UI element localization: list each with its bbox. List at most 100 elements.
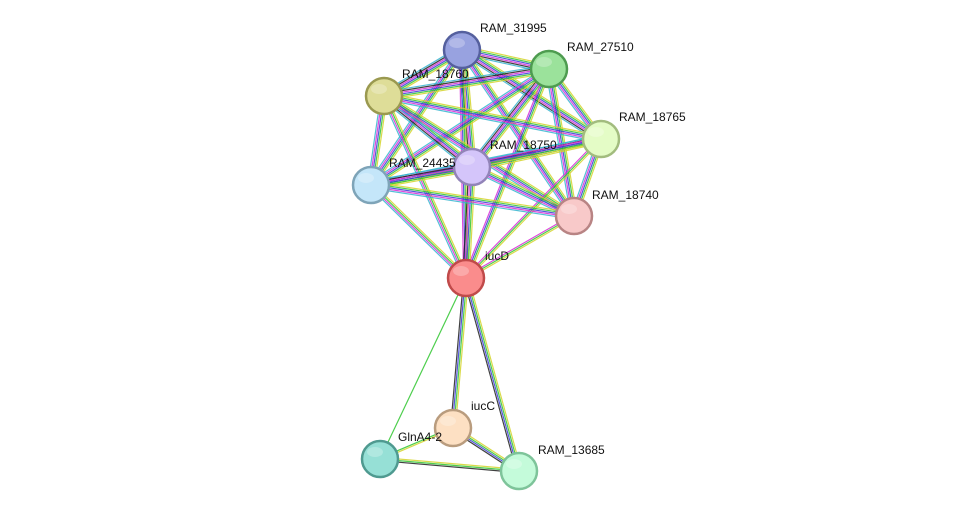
edge-line	[383, 95, 602, 140]
edge-iucd-iucc[interactable]	[450, 277, 469, 429]
edge-line	[469, 67, 548, 166]
node-highlight	[358, 173, 374, 183]
node-circle[interactable]	[554, 196, 594, 236]
edge-line	[548, 68, 575, 217]
edge-line	[383, 96, 601, 142]
edge-line	[465, 215, 575, 279]
edge-ram-27510-ram-18760[interactable]	[383, 64, 550, 101]
node-circle[interactable]	[433, 408, 473, 448]
edge-glna4-2-ram-13685[interactable]	[379, 456, 520, 474]
edge-ram-18740-iucd[interactable]	[464, 214, 576, 280]
label-layer: RAM_31995RAM_27510RAM_18760RAM_18765RAM_…	[389, 21, 686, 457]
edge-line	[450, 277, 465, 428]
node-label-ram-18750: RAM_18750	[490, 138, 557, 152]
node-label-ram-18760: RAM_18760	[402, 67, 469, 81]
edge-line	[380, 456, 520, 471]
node-circle[interactable]	[499, 451, 539, 491]
node-circle[interactable]	[360, 439, 400, 479]
edge-line	[370, 185, 574, 219]
node-highlight	[536, 57, 552, 67]
edge-iucd-glna4-2[interactable]	[379, 277, 467, 460]
edge-ram-27510-ram-18740[interactable]	[545, 68, 578, 217]
edge-line	[371, 69, 551, 187]
edge-line	[370, 68, 550, 186]
edge-line	[462, 47, 603, 138]
edge-line	[385, 94, 469, 278]
edge-line	[369, 67, 549, 185]
edge-iucd-ram-13685[interactable]	[463, 277, 522, 472]
edge-line	[464, 278, 519, 472]
node-ram-18765[interactable]	[581, 119, 621, 159]
node-highlight	[440, 416, 456, 426]
node-ram-18760[interactable]	[364, 76, 404, 116]
edge-line	[379, 277, 467, 460]
node-ram-18750[interactable]	[452, 147, 492, 187]
node-circle[interactable]	[529, 49, 569, 89]
node-highlight	[449, 38, 465, 48]
node-label-glna4-2: GlnA4-2	[398, 430, 442, 444]
node-circle[interactable]	[452, 147, 492, 187]
node-ram-27510[interactable]	[529, 49, 569, 89]
edge-line	[372, 71, 552, 189]
edge-line	[372, 182, 469, 277]
edge-line	[371, 182, 575, 216]
node-circle[interactable]	[351, 165, 391, 205]
node-highlight	[367, 447, 383, 457]
edge-line	[370, 184, 575, 217]
node-highlight	[459, 155, 475, 165]
edge-line	[467, 69, 552, 280]
edge-line	[381, 96, 465, 280]
edge-line	[551, 68, 578, 216]
edge-line	[383, 66, 549, 95]
edge-line	[549, 68, 577, 216]
node-circle[interactable]	[364, 76, 404, 116]
edge-line	[368, 65, 548, 183]
edge-line	[546, 69, 574, 217]
edge-line	[384, 69, 550, 98]
edge-line	[384, 72, 550, 101]
edge-line	[371, 183, 467, 278]
node-ram-24435[interactable]	[351, 165, 391, 205]
edge-line	[463, 49, 475, 167]
edge-line	[466, 216, 576, 280]
edge-line	[472, 142, 602, 172]
edge-line	[453, 278, 468, 429]
node-label-ram-18765: RAM_18765	[619, 110, 686, 124]
node-ram-13685[interactable]	[499, 451, 539, 491]
node-circle[interactable]	[446, 258, 486, 298]
edge-line	[384, 95, 468, 278]
edge-line	[465, 49, 477, 167]
node-label-ram-31995: RAM_31995	[480, 21, 547, 35]
edge-line	[383, 98, 601, 143]
edge-line	[545, 69, 572, 217]
edge-line	[451, 277, 466, 428]
edge-line	[384, 92, 602, 137]
edge-line	[384, 93, 602, 139]
edge-line	[379, 459, 519, 474]
node-ram-31995[interactable]	[442, 30, 482, 70]
node-label-ram-27510: RAM_27510	[567, 40, 634, 54]
edge-line	[370, 187, 574, 220]
edge-line	[368, 186, 465, 281]
edge-ram-27510-ram-24435[interactable]	[368, 65, 552, 189]
node-layer	[351, 30, 621, 491]
edge-line	[464, 214, 574, 278]
edge-ram-24435-iucd[interactable]	[368, 182, 469, 281]
node-ram-18740[interactable]	[554, 196, 594, 236]
edge-line	[382, 96, 466, 279]
node-label-ram-18740: RAM_18740	[592, 188, 659, 202]
edge-ram-18760-ram-18765[interactable]	[383, 92, 602, 143]
edge-line	[383, 64, 549, 93]
edge-ram-18760-iucd[interactable]	[381, 94, 469, 280]
node-highlight	[506, 459, 522, 469]
node-iucc[interactable]	[433, 408, 473, 448]
node-iucd[interactable]	[446, 258, 486, 298]
edge-line	[371, 181, 575, 214]
edge-ram-24435-ram-18740[interactable]	[370, 181, 575, 220]
node-highlight	[371, 84, 387, 94]
node-glna4-2[interactable]	[360, 439, 400, 479]
node-circle[interactable]	[442, 30, 482, 70]
node-circle[interactable]	[581, 119, 621, 159]
edge-line	[383, 67, 549, 96]
